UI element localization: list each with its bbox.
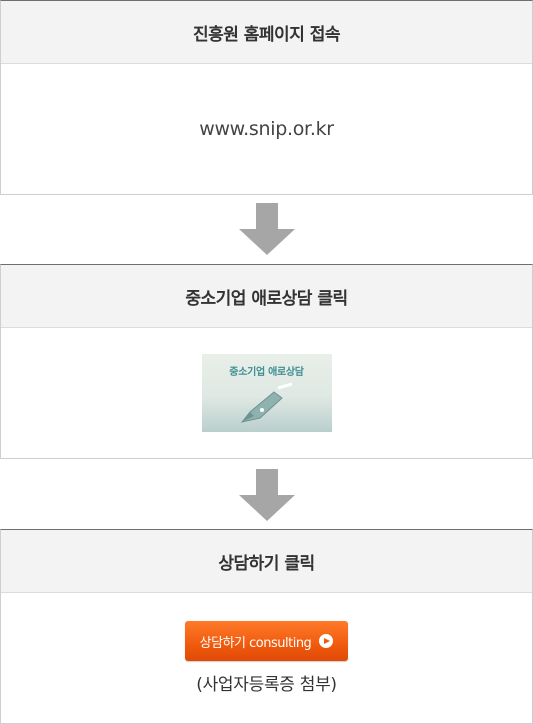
down-arrow-icon <box>239 469 295 521</box>
banner-label: 중소기업 애로상담 <box>229 367 304 378</box>
step-visit-homepage: 진흥원 홈페이지 접속 www.snip.or.kr <box>0 0 533 195</box>
attachment-note: (사업자등록증 첨부) <box>196 675 337 695</box>
step-click-consult-button: 상담하기 클릭 상담하기 consulting (사업자등록증 첨부) <box>0 529 533 724</box>
consulting-button-label: 상담하기 consulting <box>199 635 312 651</box>
step-3-body: 상담하기 consulting (사업자등록증 첨부) <box>1 593 532 723</box>
step-2-body: 중소기업 애로상담 <box>1 328 532 458</box>
step-1-title: 진흥원 홈페이지 접속 <box>1 1 532 64</box>
consultation-banner[interactable]: 중소기업 애로상담 <box>201 354 332 432</box>
consulting-button[interactable]: 상담하기 consulting <box>185 621 348 661</box>
step-3-title: 상담하기 클릭 <box>1 530 532 593</box>
down-arrow-icon <box>239 203 295 255</box>
step-2-title: 중소기업 애로상담 클릭 <box>1 265 532 328</box>
homepage-url-link[interactable]: www.snip.or.kr <box>199 118 334 140</box>
step-click-consultation: 중소기업 애로상담 클릭 중소기업 애로상담 <box>0 264 533 459</box>
step-1-body: www.snip.or.kr <box>1 64 532 194</box>
fountain-pen-icon <box>240 382 292 423</box>
play-circle-icon <box>319 634 334 648</box>
